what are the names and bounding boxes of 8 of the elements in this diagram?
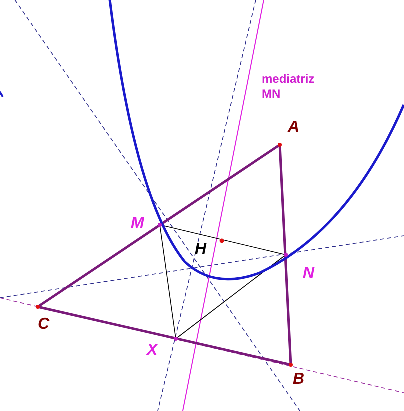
point-label: N <box>303 265 315 283</box>
point-label: H <box>195 241 207 259</box>
point-label: C <box>38 316 50 334</box>
point-label: A <box>288 119 300 137</box>
point-label: X <box>147 342 158 360</box>
line-label: mediatriz MN <box>262 72 316 102</box>
point-label: M <box>131 215 144 233</box>
point-label: B <box>293 371 305 389</box>
